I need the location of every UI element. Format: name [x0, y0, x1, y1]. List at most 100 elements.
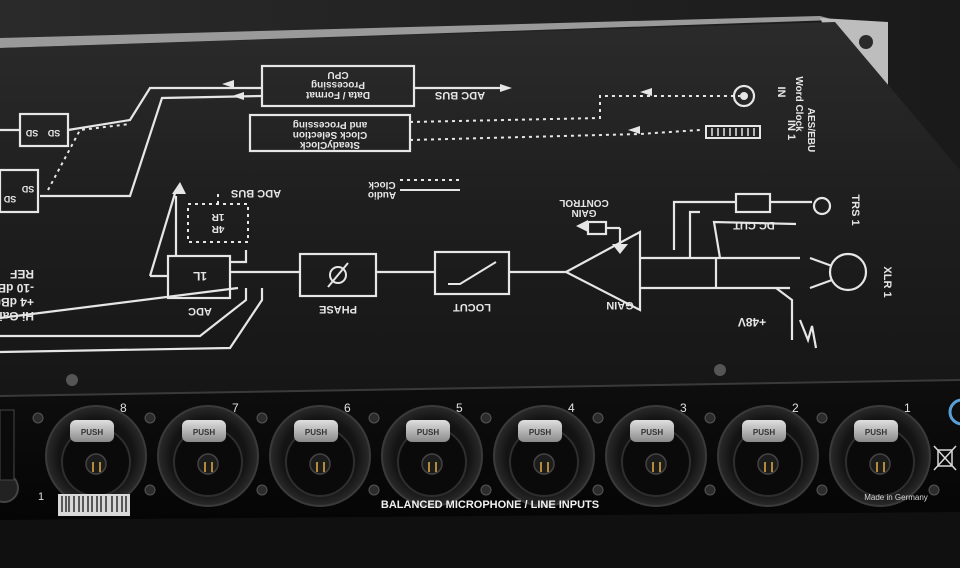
channel-number: 8	[120, 401, 127, 415]
push-latch	[742, 420, 786, 442]
push-label: PUSH	[753, 428, 775, 437]
made-in-label: Made in Germany	[864, 493, 928, 502]
screw-icon	[144, 484, 156, 496]
screw-icon	[592, 484, 604, 496]
jack-pin	[323, 462, 325, 472]
combo-jack-7[interactable]: PUSH 7	[144, 401, 268, 507]
bnc-symbol-icon	[732, 84, 756, 108]
combo-jack-8[interactable]: PUSH 8	[32, 401, 156, 507]
jack-pin	[771, 462, 773, 472]
label-gain-control-bottom: CONTROL	[559, 197, 608, 208]
cpu-block	[260, 64, 416, 108]
screw-icon	[144, 412, 156, 424]
label-adc: ADC	[188, 305, 212, 317]
label-aes-ebu: AES/EBU	[805, 108, 816, 152]
brand-logo-icon	[948, 398, 960, 426]
jack-pin	[764, 462, 766, 472]
channel-number: 3	[680, 401, 687, 415]
jack-pin	[428, 462, 430, 472]
label-dc-cut: DC CUT	[733, 219, 775, 231]
clock-block	[248, 113, 412, 153]
legend-clock: Clock	[368, 179, 396, 190]
left-channel-number: 1	[38, 491, 44, 503]
label-phantom-48v: +48V	[738, 315, 766, 329]
push-latch	[294, 420, 338, 442]
screw-icon	[256, 412, 268, 424]
gain-amp	[563, 230, 642, 312]
jack-pin	[547, 462, 549, 472]
screw-icon	[816, 484, 828, 496]
screw-icon	[714, 364, 726, 376]
label-gain: GAIN	[606, 299, 634, 311]
block-diagram	[0, 64, 868, 354]
label-steadyclock: SteadyClock	[300, 139, 360, 150]
xlr-symbol-icon	[828, 252, 868, 292]
label-sd-1: SD	[25, 128, 38, 138]
phase-block	[298, 252, 378, 298]
jack-center	[869, 453, 891, 475]
screw-icon	[32, 412, 44, 424]
push-latch	[70, 420, 114, 442]
screw-icon	[480, 412, 492, 424]
label-level-1: Hi Gain	[0, 309, 34, 323]
label-phase: PHASE	[319, 303, 357, 315]
legend-audio: Audio	[368, 189, 396, 200]
jack-pin	[99, 462, 101, 472]
jack-center	[197, 453, 219, 475]
screw-icon	[704, 412, 716, 424]
push-latch	[406, 420, 450, 442]
balanced-inputs-label: BALANCED MICROPHONE / LINE INPUTS	[381, 499, 599, 511]
jack-pin	[316, 462, 318, 472]
label-gain-control-top: GAIN	[572, 207, 597, 218]
combo-jack-5[interactable]: PUSH 5	[368, 401, 492, 507]
label-1l: 1L	[193, 269, 207, 283]
label-sd-2: SD	[47, 128, 60, 138]
push-latch	[182, 420, 226, 442]
label-adc-bus-top: ADC BUS	[435, 89, 485, 101]
channel-number: 4	[568, 401, 575, 415]
screw-icon	[66, 374, 78, 386]
label-in-aes: IN 1	[785, 120, 797, 140]
screw-icon	[480, 484, 492, 496]
label-4r: 4R	[211, 223, 225, 234]
jack-pin	[659, 462, 661, 472]
combo-jack-2[interactable]: PUSH 2	[704, 401, 828, 507]
push-label: PUSH	[193, 428, 215, 437]
label-clock-selection: Clock Selection	[293, 129, 367, 140]
label-data-format: Data / Format	[305, 89, 370, 100]
label-locut: LOCUT	[453, 301, 491, 313]
label-level-2: +4 dBu	[0, 295, 34, 309]
screw-icon	[704, 484, 716, 496]
screw-icon	[928, 484, 940, 496]
label-level-3: -10 dBV	[0, 281, 34, 295]
jack-pin	[92, 462, 94, 472]
push-latch	[518, 420, 562, 442]
top-screws	[66, 364, 726, 386]
jack-center	[533, 453, 555, 475]
jack-center	[757, 453, 779, 475]
screw-icon	[816, 412, 828, 424]
push-label: PUSH	[417, 428, 439, 437]
label-in-word: IN	[775, 87, 787, 98]
dsub-symbol-icon	[705, 125, 761, 139]
push-label: PUSH	[81, 428, 103, 437]
channel-number: 2	[792, 401, 799, 415]
screw-icon	[368, 484, 380, 496]
jack-pin	[211, 462, 213, 472]
channel-number: 5	[456, 401, 463, 415]
label-sd-3: SD	[3, 194, 16, 204]
screw-icon	[256, 484, 268, 496]
channel-number: 7	[232, 401, 239, 415]
label-xlr: XLR 1	[881, 266, 893, 297]
rack-ear-hole-icon	[859, 35, 873, 49]
screw-icon	[368, 412, 380, 424]
label-sd-4: SD	[21, 184, 34, 194]
jack-center	[645, 453, 667, 475]
label-processing: Processing	[311, 79, 365, 90]
push-label: PUSH	[865, 428, 887, 437]
